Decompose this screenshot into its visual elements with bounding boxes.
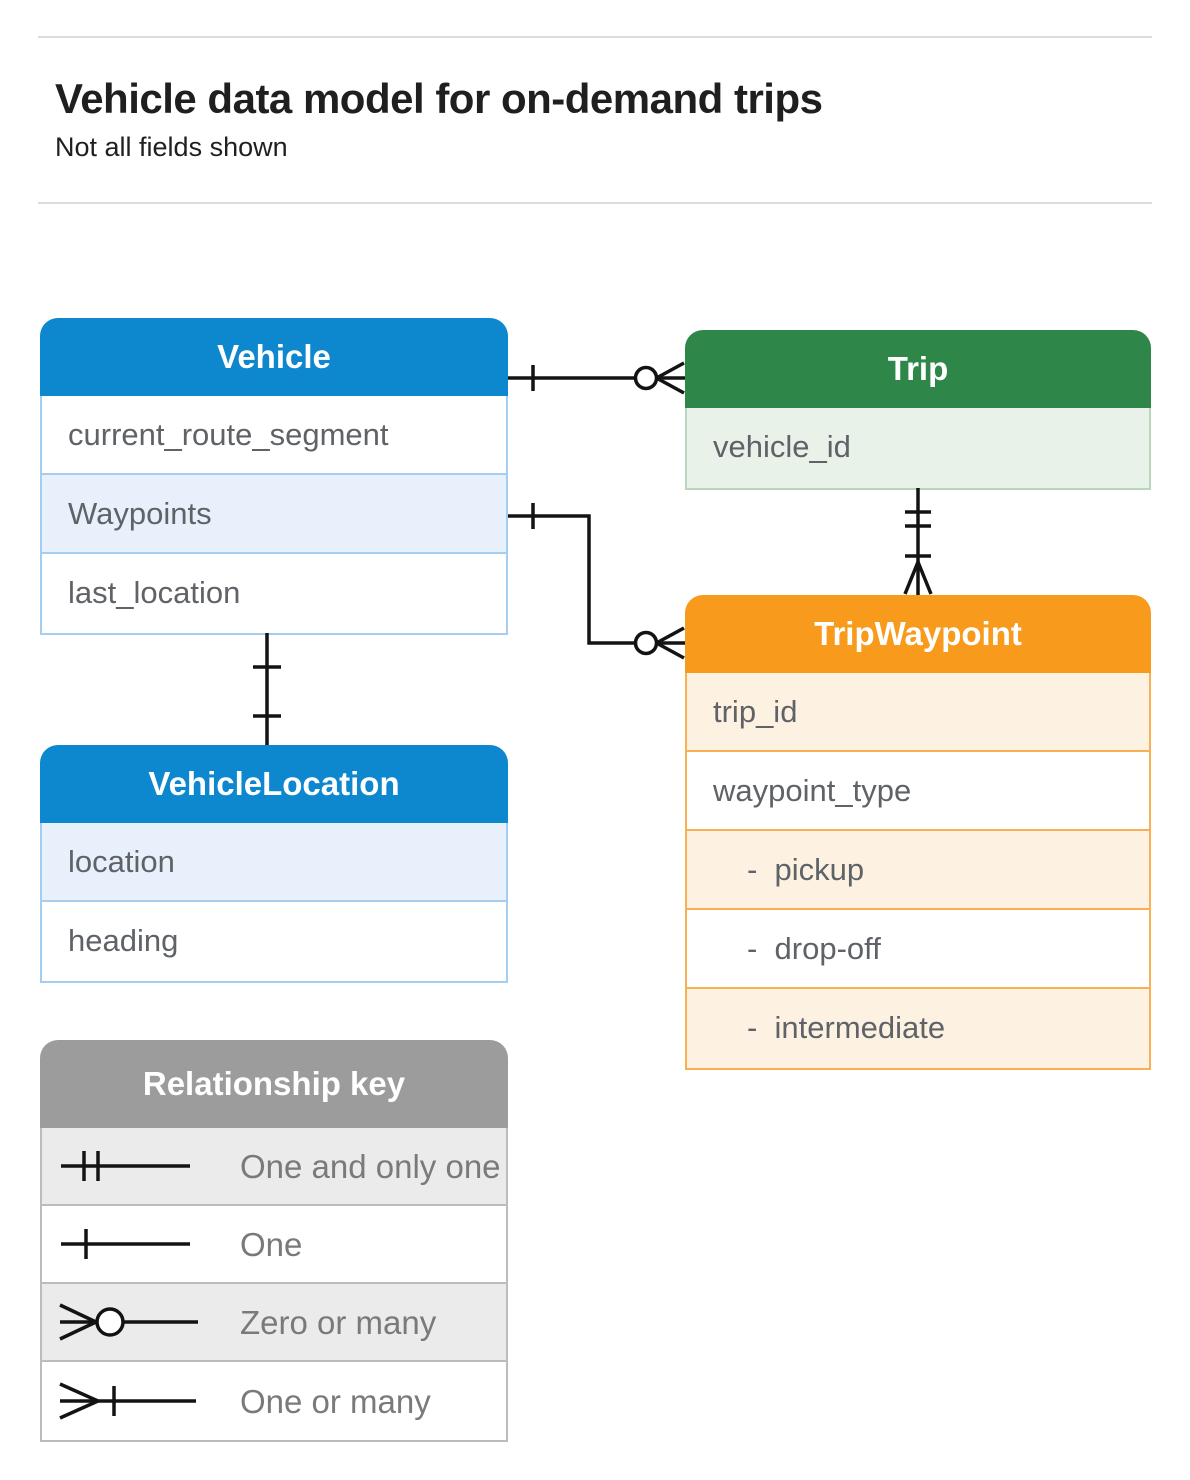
relationship-key-rows: One and only one One Zero or many <box>40 1128 508 1442</box>
entity-trip-fields: vehicle_id <box>685 408 1151 490</box>
field-current-route-segment: current_route_segment <box>42 396 506 475</box>
field-trip-id: trip_id <box>687 673 1149 752</box>
entity-vehiclelocation: VehicleLocation location heading <box>40 745 508 983</box>
entity-tripwaypoint-title: TripWaypoint <box>685 595 1151 673</box>
field-location: location <box>42 823 506 902</box>
field-pickup: - pickup <box>687 831 1149 910</box>
top-divider <box>38 36 1152 38</box>
legend-item-zero-or-many: Zero or many <box>42 1284 506 1362</box>
field-drop-off: - drop-off <box>687 910 1149 989</box>
field-heading: heading <box>42 902 506 981</box>
field-waypoints: Waypoints <box>42 475 506 554</box>
entity-tripwaypoint: TripWaypoint trip_id waypoint_type - pic… <box>685 595 1151 1070</box>
legend-label: One or many <box>240 1382 431 1420</box>
legend-label: One and only one <box>240 1147 501 1185</box>
one-or-many-symbol <box>59 1382 196 1420</box>
entity-tripwaypoint-fields: trip_id waypoint_type - pickup - drop-of… <box>685 673 1151 1070</box>
connector-vehicle-vehiclelocation <box>253 633 281 745</box>
entity-vehiclelocation-title: VehicleLocation <box>40 745 508 823</box>
field-last-location: last_location <box>42 554 506 633</box>
legend-label: One <box>240 1225 303 1263</box>
field-waypoint-type: waypoint_type <box>687 752 1149 831</box>
field-intermediate: - intermediate <box>687 989 1149 1068</box>
connector-waypoints-tripwaypoint <box>508 503 685 660</box>
page-subtitle: Not all fields shown <box>55 132 288 162</box>
subtitle-divider <box>38 202 1152 204</box>
entity-vehiclelocation-fields: location heading <box>40 823 508 983</box>
connector-trip-tripwaypoint <box>903 488 933 595</box>
legend-item-one: One <box>42 1206 506 1284</box>
connector-vehicle-trip <box>508 361 685 395</box>
page-title: Vehicle data model for on-demand trips <box>55 75 823 122</box>
one-symbol <box>61 1229 190 1259</box>
entity-trip: Trip vehicle_id <box>685 330 1151 490</box>
relationship-key: Relationship key One and only one One <box>40 1040 508 1442</box>
entity-trip-title: Trip <box>685 330 1151 408</box>
legend-item-one-and-only-one: One and only one <box>42 1128 506 1206</box>
entity-vehicle: Vehicle current_route_segment Waypoints … <box>40 318 508 635</box>
relationship-key-title: Relationship key <box>40 1040 508 1128</box>
entity-vehicle-fields: current_route_segment Waypoints last_loc… <box>40 396 508 635</box>
zero-or-many-symbol <box>59 1303 198 1341</box>
entity-vehicle-title: Vehicle <box>40 318 508 396</box>
legend-label: Zero or many <box>240 1303 437 1341</box>
one-and-only-one-symbol <box>61 1151 190 1181</box>
legend-item-one-or-many: One or many <box>42 1362 506 1440</box>
field-vehicle-id: vehicle_id <box>687 408 1149 488</box>
